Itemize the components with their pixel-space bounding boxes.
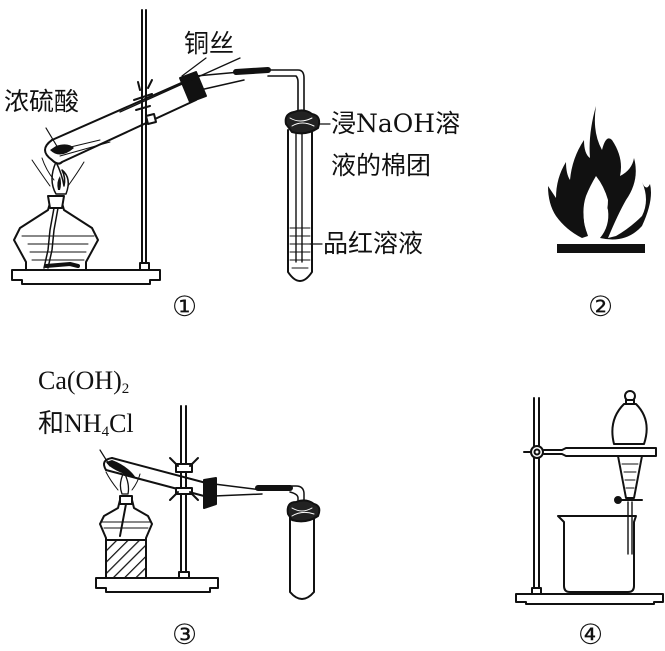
reaction-test-tube [44, 57, 245, 165]
flame-base-bar [557, 244, 645, 253]
panel-number-4: ④ [578, 618, 604, 651]
leader-reagent [99, 449, 111, 467]
beaker [557, 515, 637, 593]
panel-number-2: ② [588, 290, 614, 323]
reagent-formula-sub: 2 [121, 381, 130, 397]
alcohol-lamp-3 [99, 471, 153, 541]
wooden-block [105, 539, 147, 579]
label-reagent-line1: Ca(OH)2 [38, 367, 129, 403]
stand-base-4 [515, 593, 664, 605]
delivery-tube [233, 67, 305, 261]
flammable-pictogram [548, 106, 651, 253]
reagent2-sub: 4 [101, 424, 110, 440]
panel-number-1: ① [172, 290, 198, 323]
panel-3-apparatus [95, 405, 321, 600]
cotton-ball [284, 109, 321, 135]
separatory-funnel [611, 390, 648, 555]
alcohol-lamp [13, 157, 99, 271]
label-magenta-solution: 品红溶液 [323, 229, 424, 258]
label-cotton-line1: 浸NaOH溶 [331, 109, 461, 138]
stand-rod-4 [533, 397, 540, 591]
flame-icon [548, 106, 651, 240]
label-conc-sulfuric-acid: 浓硫酸 [4, 87, 80, 116]
label-copper-wire: 铜丝 [184, 29, 235, 58]
reagent2-prefix: 和NH [38, 409, 102, 438]
reagent2-suffix: Cl [109, 409, 134, 438]
stand-base-3 [95, 577, 219, 593]
stand-rod [141, 9, 147, 267]
magenta-test-tube [284, 109, 321, 282]
panel-4-apparatus [515, 390, 664, 605]
reagent-formula-main: Ca(OH) [38, 366, 122, 395]
leader-acid [45, 127, 59, 149]
stand-base [11, 269, 161, 285]
delivery-tube-3 [289, 485, 305, 591]
leader-copper [181, 57, 207, 77]
label-reagent-line2: 和NH4Cl [38, 410, 134, 446]
label-cotton-line2: 液的棉团 [331, 151, 432, 180]
panel-1-apparatus [11, 9, 331, 285]
panel-number-3: ③ [172, 618, 198, 651]
receiving-tube-3 [289, 511, 315, 600]
ammonia-test-tube [103, 457, 263, 509]
